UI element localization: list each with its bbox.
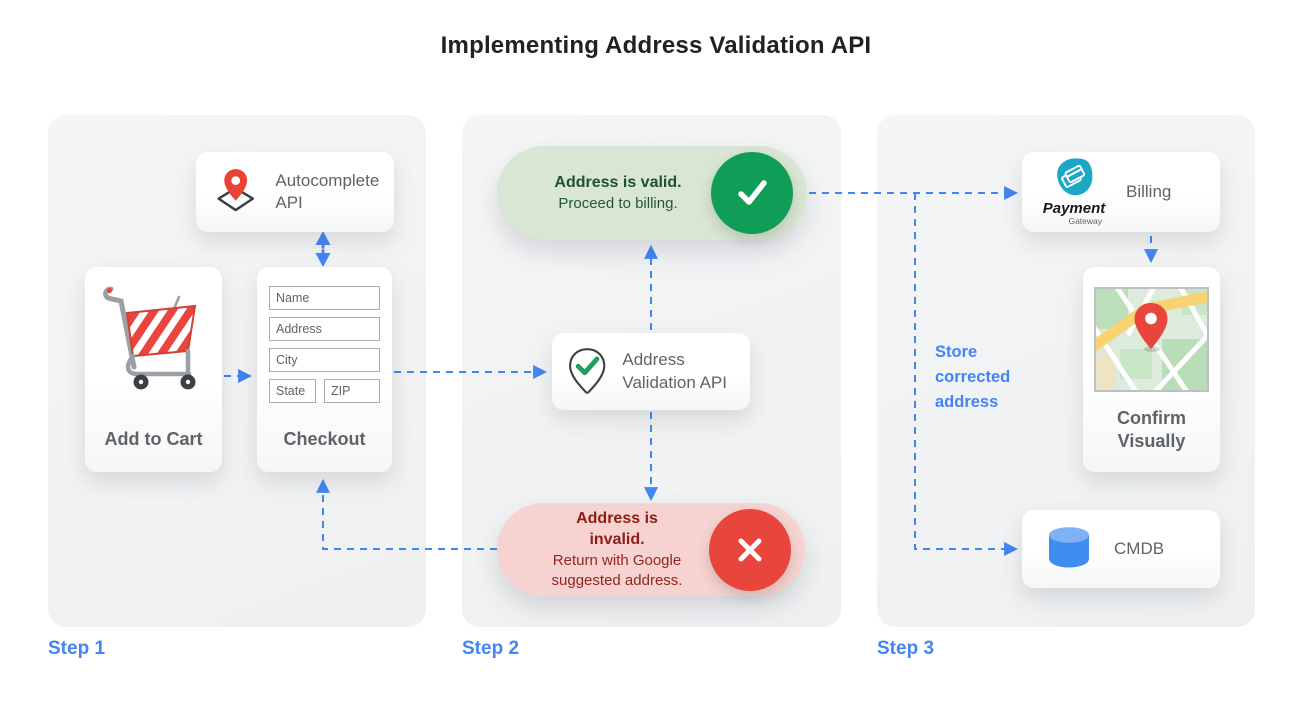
map-pin-icon (1134, 303, 1168, 349)
payment-logo-text: Payment (1042, 200, 1106, 218)
valid-banner-subtitle: Proceed to billing. (558, 194, 678, 212)
city-field: City (269, 348, 380, 372)
step-2-label: Step 2 (462, 638, 520, 659)
x-circle-icon (709, 509, 791, 591)
address-field: Address (269, 317, 380, 341)
invalid-banner-title: Address is invalid. (576, 509, 658, 549)
map-pin-diamond-icon (217, 169, 255, 212)
address-validation-api-card: Address Validation API (552, 333, 750, 410)
pin-check-icon (569, 347, 606, 394)
zip-field: ZIP (324, 379, 380, 403)
confirm-visually-card: Confirm Visually (1083, 267, 1220, 472)
confirm-visually-label: Confirm Visually (1117, 408, 1186, 451)
billing-label: Billing (1126, 181, 1172, 201)
name-field: Name (269, 286, 380, 310)
payment-gateway-logo: Payment Gateway (1036, 157, 1112, 226)
invalid-address-banner: Address is invalid. Return with Google s… (497, 503, 805, 596)
shopping-cart-icon (103, 286, 197, 390)
state-field: State (269, 379, 316, 403)
connector-store-to-cmdb (914, 193, 1019, 556)
address-validation-api-label: Address Validation API (622, 350, 727, 392)
invalid-banner-subtitle: Return with Google suggested address. (551, 551, 683, 590)
checkout-form: Name Address City State ZIP (269, 286, 380, 410)
valid-banner-title: Address is valid. (554, 174, 682, 192)
checkout-card: Name Address City State ZIP Checkout (257, 267, 392, 472)
autocomplete-api-card: Autocomplete API (196, 152, 394, 232)
database-icon (1049, 527, 1089, 568)
cmdb-card: CMDB (1022, 510, 1220, 588)
step-3-label: Step 3 (877, 638, 935, 659)
billing-card: Payment Gateway Billing (1022, 152, 1220, 232)
add-to-cart-label: Add to Cart (104, 428, 203, 449)
valid-address-banner: Address is valid. Proceed to billing. (497, 146, 807, 240)
double-arrow-checkout-autocomplete (315, 231, 331, 267)
checkout-label: Checkout (283, 428, 366, 449)
diagram-title: Implementing Address Validation API (440, 32, 872, 59)
check-circle-icon (711, 152, 793, 234)
step-1-label: Step 1 (48, 638, 106, 659)
connector-invalid-to-checkout (316, 478, 497, 550)
payment-gateway-blob-icon (1057, 158, 1093, 196)
gateway-logo-text: Gateway (1068, 216, 1102, 227)
cmdb-label: CMDB (1114, 538, 1165, 558)
store-corrected-address-note: Store corrected address (935, 343, 1011, 411)
add-to-cart-card: Add to Cart (85, 267, 222, 472)
autocomplete-api-label: Autocomplete API (275, 170, 380, 212)
map-thumbnail (1094, 287, 1209, 392)
